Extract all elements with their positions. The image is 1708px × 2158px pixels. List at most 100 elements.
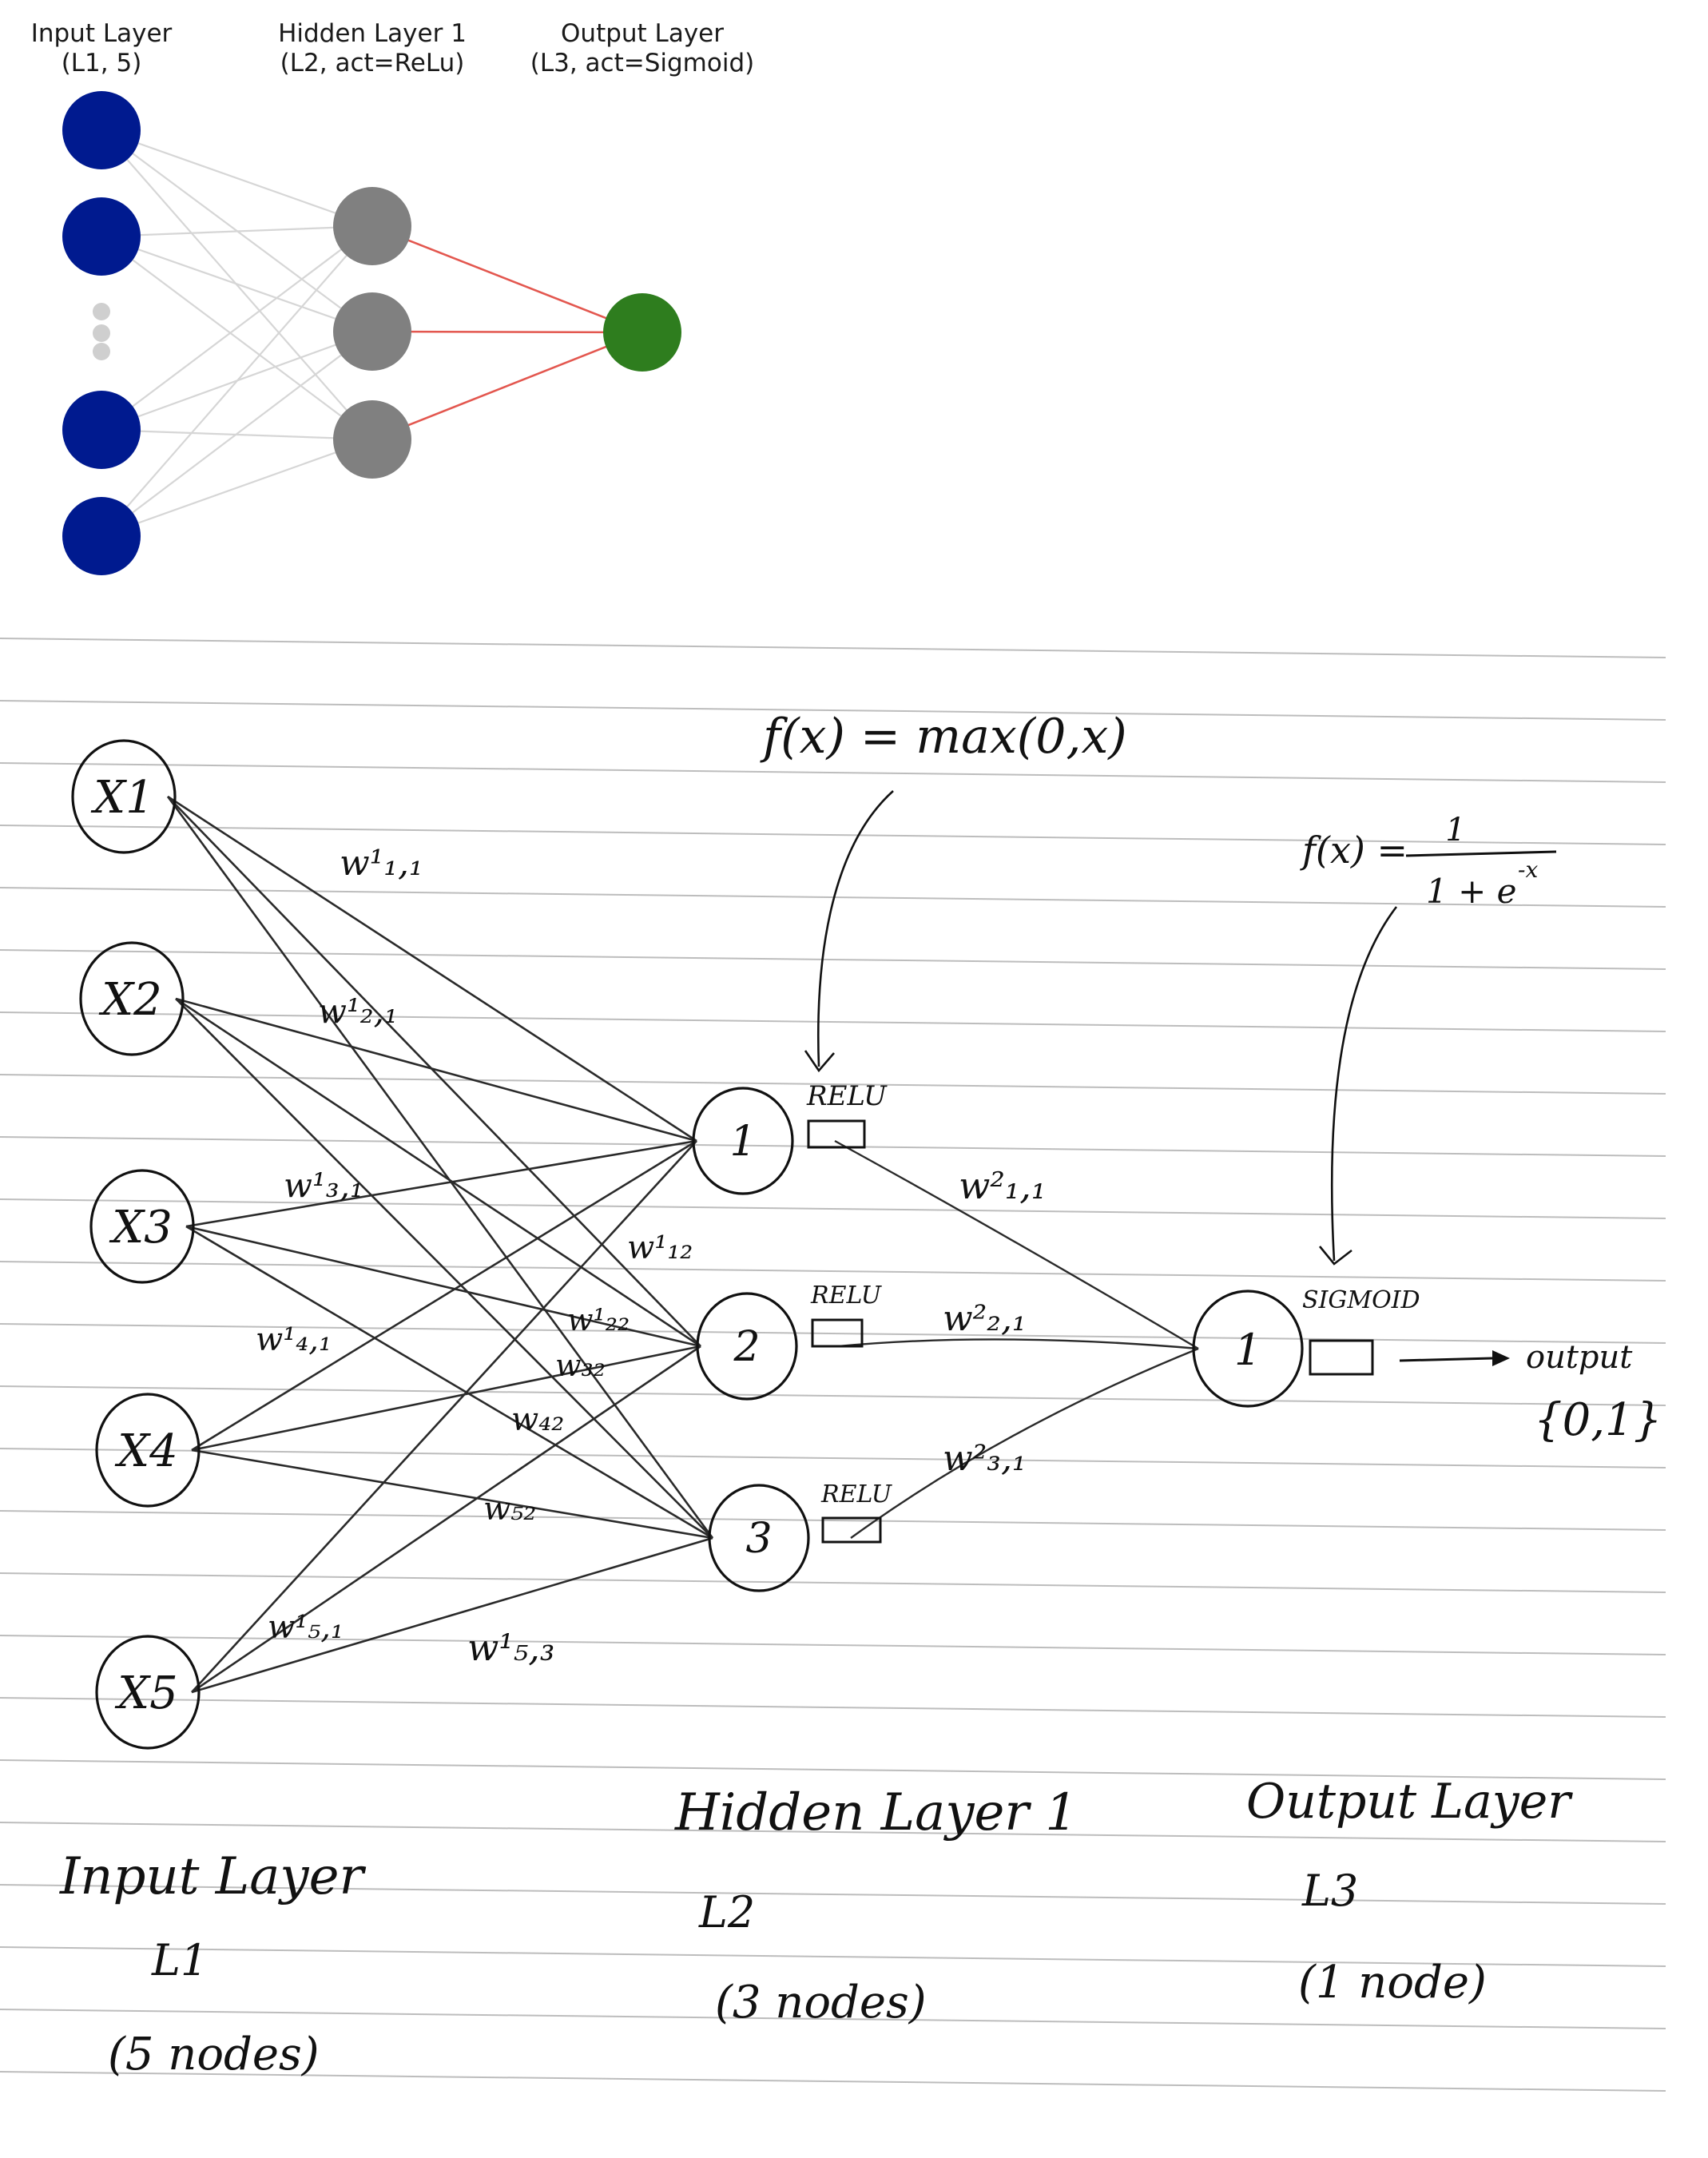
edge-input-hidden: [101, 331, 373, 537]
hidden-node: [333, 187, 411, 265]
sigmoid-fraction-bar: [1405, 850, 1557, 857]
sigmoid-formula-lhs: f(x) =: [1300, 829, 1408, 872]
activation-relu-1: RELU: [806, 1080, 888, 1149]
relu-formula: f(x) = max(0,x): [760, 709, 1127, 765]
input-node-circle: [95, 1393, 201, 1508]
input-node: [62, 197, 141, 276]
weight-edge: [185, 1225, 713, 1540]
caption-count: (5 nodes): [108, 2029, 320, 2081]
ruled-lines: [0, 638, 1666, 2092]
layer-title-hidden: Hidden Layer 1: [278, 19, 467, 48]
ruled-line: [0, 1884, 1666, 1905]
top-nodes: [62, 91, 681, 575]
caption-title: Output Layer: [1246, 1774, 1573, 1830]
input-node-label: X3: [109, 1202, 173, 1254]
activation-box: [807, 1119, 866, 1149]
layer-title-output: Output Layer: [561, 19, 724, 48]
edge-input-hidden: [101, 235, 373, 333]
hidden-node: [333, 292, 411, 371]
ruled-line: [0, 1323, 1666, 1344]
sigmoid-formula: f(x) = 1 1 + e -x: [1300, 812, 1557, 911]
ellipsis-dot: [93, 324, 110, 342]
input-node: [62, 91, 141, 169]
ellipsis-dot: [93, 303, 110, 320]
ruled-line: [0, 1572, 1666, 1593]
weight-edge: [167, 795, 697, 1143]
activation-box: [821, 1516, 882, 1544]
weight-label: w¹₅,₃: [467, 1626, 554, 1669]
ruled-line: [0, 762, 1666, 783]
weight-edge: [175, 997, 697, 1143]
ruled-line: [0, 887, 1666, 908]
ruled-line: [0, 638, 1666, 658]
caption-title: Hidden Layer 1: [674, 1783, 1078, 1842]
weight-labels: w¹₁,₁ w¹₂,₁ w¹₃,₁ w¹₁₂ w¹₄,₁ w¹₂₂ w₃₂ w₄…: [256, 843, 1046, 1669]
caption-title: Input Layer: [59, 1847, 366, 1906]
input-node-circle: [71, 739, 177, 854]
input-node-label: X1: [90, 772, 154, 824]
sigmoid-formula-exponent: -x: [1518, 856, 1538, 883]
ruled-line: [0, 1198, 1666, 1219]
input-node-label: X2: [98, 974, 162, 1026]
weight-edge: [175, 997, 701, 1348]
ruled-line: [0, 1448, 1666, 1468]
activation-relu-2: RELU: [810, 1282, 883, 1348]
edge-input-hidden: [101, 438, 373, 538]
weight-label: w¹₄,₁: [256, 1321, 332, 1358]
ruled-line: [0, 1822, 1666, 1842]
activation-relu-3: RELU: [820, 1480, 893, 1544]
input-node-label: X4: [114, 1425, 178, 1477]
output-node-circle: [1192, 1290, 1304, 1408]
top-edges: [101, 129, 643, 538]
ruled-line: [0, 2009, 1666, 2029]
layer-subtitle-input: (L1, 5): [62, 49, 142, 77]
weight-edge: [191, 1536, 713, 1694]
caption-input-layer: Input Layer L1 (5 nodes): [59, 1847, 366, 2081]
ruled-line: [0, 1946, 1666, 1967]
edge-input-hidden: [101, 129, 373, 228]
weight-edge: [167, 796, 701, 1347]
activation-sigmoid: SIGMOID: [1302, 1286, 1420, 1376]
output-arrow: [1399, 1350, 1510, 1366]
caption-hidden-layer: Hidden Layer 1 L2 (3 nodes): [674, 1783, 1078, 2029]
edge-input-hidden: [101, 225, 373, 431]
output-node: [603, 293, 681, 372]
hidden-node-label: 2: [733, 1323, 760, 1371]
weight-label: w²₃,₁: [943, 1438, 1027, 1479]
ruled-line: [0, 1385, 1666, 1406]
weight-edge-output: [834, 1139, 1199, 1350]
edge-input-hidden: [101, 225, 373, 537]
weight-label: w₃₂: [555, 1348, 606, 1383]
weight-edge-output: [850, 1347, 1199, 1539]
layer-subtitle-hidden: (L2, act=ReLu): [280, 49, 465, 77]
input-node: [62, 497, 141, 575]
edge-input-hidden: [101, 225, 373, 238]
weight-label: w¹₅,₁: [268, 1609, 344, 1646]
ruled-line: [0, 1510, 1666, 1531]
weight-edge: [185, 1139, 697, 1228]
hidden-node-circle: [708, 1484, 810, 1592]
weight-label: w²₁,₁: [959, 1164, 1046, 1207]
caption-count: (3 nodes): [715, 1977, 927, 2029]
sigmoid-pointer-arrow: [1330, 906, 1398, 1262]
hidden-node-circle: [696, 1292, 798, 1401]
activation-label: RELU: [806, 1080, 888, 1112]
edge-hidden-output: [371, 331, 643, 441]
ruled-line: [0, 2071, 1666, 2092]
caption-code: L2: [698, 1887, 755, 1937]
input-node-circle: [89, 1169, 195, 1284]
layer-title-input: Input Layer: [31, 19, 173, 48]
weight-label: w¹₂₂: [567, 1302, 630, 1337]
activation-label: RELU: [820, 1480, 893, 1508]
caption-code: L1: [151, 1935, 208, 1985]
weight-label: w¹₃,₁: [284, 1166, 363, 1205]
input-node-circle: [95, 1635, 201, 1750]
ruled-line: [0, 1759, 1666, 1780]
hidden-node-circle: [692, 1087, 794, 1195]
handwritten-edges: [166, 795, 1199, 1694]
activation-box: [811, 1318, 864, 1348]
ruled-line: [0, 700, 1666, 721]
